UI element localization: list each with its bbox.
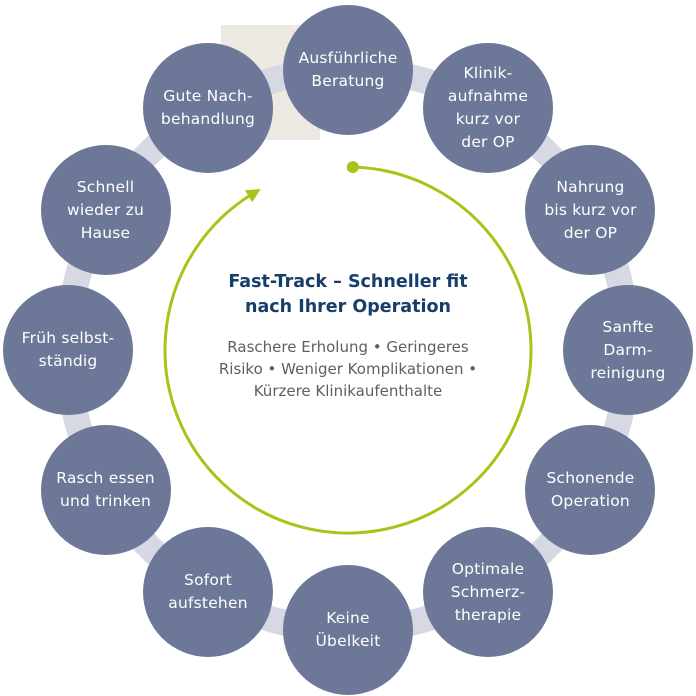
step-node: Sanfte Darm- reinigung bbox=[563, 285, 693, 415]
cycle-arrow-head bbox=[244, 189, 261, 203]
cycle-arrow-arc bbox=[163, 165, 533, 535]
center-text: Fast-Track – Schneller fit nach Ihrer Op… bbox=[178, 270, 518, 402]
step-node: Keine Übelkeit bbox=[283, 565, 413, 695]
step-node: Sofort aufstehen bbox=[143, 527, 273, 658]
step-node: Klinik- aufnahme kurz vor der OP bbox=[423, 42, 553, 173]
cycle-start-dot bbox=[346, 161, 359, 174]
step-node: Gute Nach- behandlung bbox=[143, 42, 273, 173]
step-node: Rasch essen und trinken bbox=[40, 425, 171, 555]
step-node: Früh selbst- ständig bbox=[3, 285, 133, 415]
diagram-title: Fast-Track – Schneller fit nach Ihrer Op… bbox=[228, 272, 468, 317]
step-node: Schonende Operation bbox=[525, 425, 656, 555]
step-node: Ausführliche Beratung bbox=[283, 5, 413, 135]
step-node: Optimale Schmerz- therapie bbox=[423, 527, 553, 658]
step-node: Schnell wieder zu Hause bbox=[40, 145, 171, 275]
step-node: Nahrung bis kurz vor der OP bbox=[525, 145, 656, 275]
diagram-subtitle: Raschere Erholung • Geringeres Risiko • … bbox=[218, 338, 478, 400]
